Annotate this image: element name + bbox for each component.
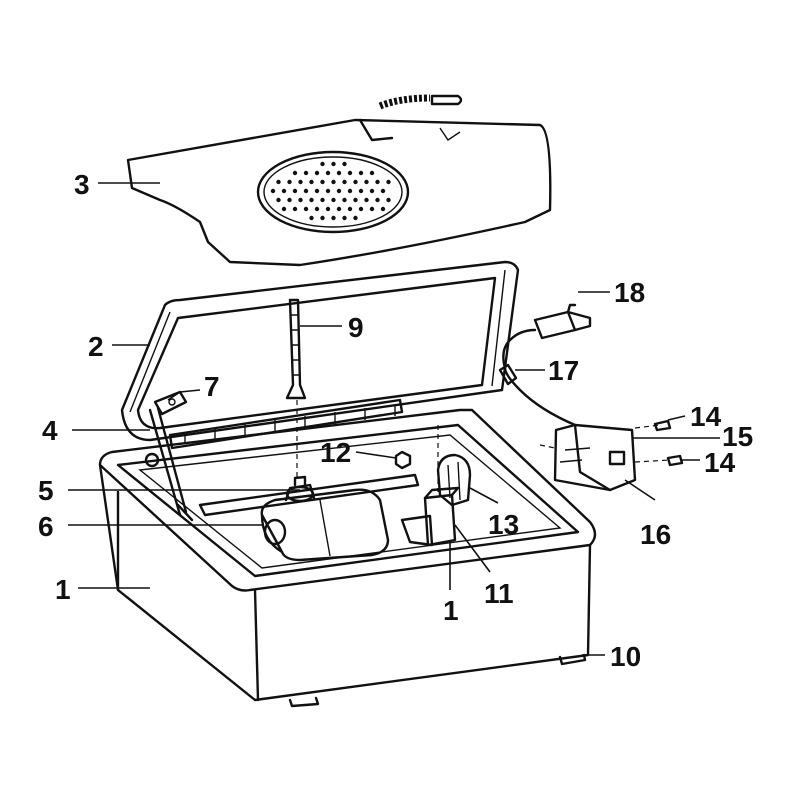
strainer-hole [276,197,281,203]
strainer-hole [292,188,298,194]
strainer-hole [336,170,342,176]
callout-1-tank: 1 [55,574,71,605]
strainer-hole [303,170,309,176]
strainer-hole [320,179,325,185]
callout-18: 18 [614,277,645,308]
strainer-hole [364,197,369,203]
strainer-hole [303,206,309,212]
strainer-hole [364,179,369,185]
callout-16: 16 [640,519,671,550]
callout-9: 9 [348,312,364,343]
strainer-hole [314,206,320,212]
callout-14-top: 14 [690,401,722,432]
leader-lines [68,182,720,656]
strainer-hole [320,197,325,203]
strainer-hole [309,179,314,185]
strainer-hole [336,206,342,212]
strainer-screen [256,150,410,234]
callout-1-switch: 1 [443,595,459,626]
pump-unit [260,475,390,562]
strainer-hole [336,188,342,194]
strainer-hole [342,161,347,167]
strainer-hole [298,179,303,185]
callout-17: 17 [548,355,579,386]
strainer-hole [314,170,320,176]
strainer-hole [314,188,320,194]
hinged-lid-frame [120,260,520,450]
strainer-hole [369,188,375,194]
strainer-hole [369,206,375,212]
strainer-hole [358,188,364,194]
strainer-hole [325,188,331,194]
callout-14-bottom: 14 [704,447,736,478]
callout-10: 10 [610,641,641,672]
power-cord [498,303,592,427]
strainer-hole [303,188,309,194]
callout-labels: 3 2 7 4 5 6 1 9 12 13 11 1 10 18 17 14 1… [38,169,753,672]
strainer-hole [325,206,331,212]
strainer-hole [331,161,336,167]
strainer-hole [342,197,347,203]
switch-bracket [400,425,460,547]
callout-6: 6 [38,511,54,542]
strainer-hole [331,197,336,203]
strainer-hole [292,206,298,212]
strainer-hole [292,170,298,176]
strainer-hole [353,179,358,185]
fusible-link-bracket [436,453,472,507]
strainer-hole [309,215,314,221]
strainer-hole [380,206,386,212]
hex-nut [394,450,412,470]
strainer-hole [287,197,292,203]
strainer-hole [386,179,391,185]
strainer-hole [281,206,287,212]
strainer-hole [342,179,347,185]
strainer-hole [386,197,391,203]
strainer-hole [347,188,353,194]
strainer-hole [298,197,303,203]
strainer-hole [281,188,287,194]
strainer-hole [331,215,336,221]
strainer-hole [375,179,380,185]
flex-nozzle-tube [285,298,307,478]
callout-12: 12 [320,437,351,468]
tank-body [98,408,597,708]
callout-4: 4 [42,415,58,446]
strainer-hole [325,170,331,176]
pump-bracket [198,473,420,517]
strainer-hole [287,179,292,185]
callout-13: 13 [488,509,519,540]
callout-7: 7 [204,371,220,402]
strainer-holes [270,161,391,221]
strainer-hole [320,161,325,167]
strainer-hole [380,188,386,194]
switch-box [539,419,684,492]
lid-cover [126,118,552,267]
strainer-hole [309,197,314,203]
callout-3: 3 [74,169,90,200]
strainer-hole [276,179,281,185]
strainer-hole [358,170,364,176]
flexible-hose-top [378,94,463,110]
callout-2: 2 [88,331,104,362]
strainer-hole [375,197,380,203]
strainer-hole [347,206,353,212]
strainer-hole [342,215,347,221]
callout-15: 15 [722,421,753,452]
callout-11: 11 [484,578,514,609]
strainer-hole [358,206,364,212]
strainer-hole [331,179,336,185]
callout-5: 5 [38,475,54,506]
lid-support-rod [144,390,194,522]
strainer-hole [353,215,358,221]
strainer-hole [270,188,276,194]
strainer-hole [320,215,325,221]
strainer-hole [347,170,353,176]
strainer-hole [353,197,358,203]
strainer-hole [369,170,375,176]
